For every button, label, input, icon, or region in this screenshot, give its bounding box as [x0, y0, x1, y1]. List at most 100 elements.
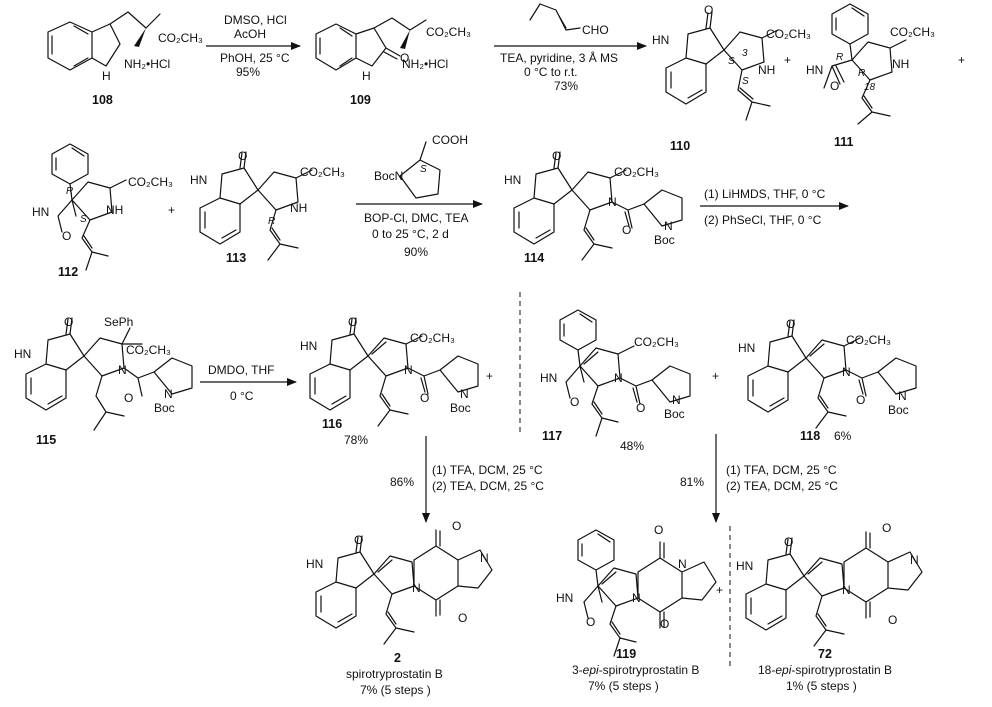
reagent-r7-line1: (1) TFA, DCM, 25 °C	[726, 463, 837, 477]
compound-109-label: 109	[350, 93, 371, 107]
stereo-r-113: R	[268, 216, 275, 227]
atom-o-2: O	[354, 533, 363, 547]
reagent-r1-line1: DMSO, HCl	[224, 13, 287, 27]
atom-cho: CHO	[582, 23, 609, 37]
compound-108-label: 108	[92, 93, 113, 107]
compound-118-structure	[747, 319, 917, 429]
reaction-yield-2: 73%	[554, 79, 578, 93]
atom-n-115: N	[118, 363, 127, 377]
stereo-r-111-b: R	[858, 68, 865, 79]
atom-n-114: N	[608, 195, 617, 209]
atom-co2ch3-116: CO₂CH₃	[410, 331, 455, 345]
compound-111-structure	[823, 3, 907, 125]
atom-hn-119: HN	[556, 591, 573, 605]
atom-o2-114: O	[622, 223, 631, 237]
atom-cooh: COOH	[432, 133, 468, 147]
compound-118-label: 118	[800, 429, 820, 443]
atom-co2ch3-108: CO₂CH₃	[158, 31, 203, 45]
atom-n-72: N	[910, 553, 919, 567]
stereo-s-110-b: S	[742, 76, 749, 87]
atom-o-115: O	[64, 315, 73, 329]
reagent-r4-line1: (1) LiHMDS, THF, 0 °C	[704, 187, 826, 201]
compound-108-structure	[47, 11, 161, 71]
stereo-s-proline: S	[420, 164, 427, 175]
compound-119-label: 119	[616, 647, 636, 661]
compound-72-label: 72	[818, 647, 832, 661]
atom-o2-117: O	[636, 401, 645, 415]
stereo-s-112: S	[80, 214, 87, 225]
atom-hn-113: HN	[190, 173, 207, 187]
atom-o-118: O	[786, 317, 795, 331]
atom-hn-2: HN	[306, 557, 323, 571]
compound-2-structure	[315, 529, 493, 645]
plus-116-117: +	[486, 369, 493, 383]
atom-n2-115: N	[164, 387, 173, 401]
atom-nh-113: NH	[290, 201, 307, 215]
product-2-yield: 7% (5 steps )	[360, 683, 431, 697]
reagent-r7-line2: (2) TEA, DCM, 25 °C	[726, 479, 838, 493]
compound-116-structure	[309, 317, 479, 427]
atom-co2ch3-117: CO₂CH₃	[634, 335, 679, 349]
atom-o-110: O	[704, 3, 713, 17]
reagent-r2-line1: TEA, pyridine, 3 Å MS	[500, 50, 618, 65]
compound-109-structure	[315, 17, 427, 71]
compound-114-structure	[513, 151, 683, 261]
atom-n-118: N	[842, 365, 851, 379]
compound-115-label: 115	[36, 433, 56, 447]
atom-o-72: O	[784, 535, 793, 549]
atom-n2-116: N	[460, 387, 469, 401]
atom-boc-118: Boc	[888, 403, 909, 417]
atom-bocn: BocN	[374, 169, 403, 183]
atom-n2-2: N	[412, 581, 421, 595]
atom-co2ch3-110: CO₂CH₃	[766, 27, 811, 41]
reagent-r6-line2: (2) TEA, DCM, 25 °C	[432, 479, 544, 493]
atom-o2-116: O	[420, 391, 429, 405]
yield-118: 6%	[834, 429, 852, 443]
reagent-r5-line1: DMDO, THF	[208, 363, 274, 377]
atom-hn-112: HN	[32, 205, 49, 219]
atom-o-111: O	[830, 79, 839, 93]
atom-boc-114: Boc	[654, 233, 675, 247]
atom-n2-118: N	[898, 389, 907, 403]
atom-o-114: O	[552, 149, 561, 163]
atom-h-108: H	[102, 69, 111, 83]
atom-o-113: O	[238, 149, 247, 163]
compound-113-label: 113	[226, 251, 246, 265]
reaction-yield-1: 95%	[236, 65, 260, 79]
plus-112-113: +	[168, 203, 175, 217]
reagent-r5-line2: 0 °C	[230, 389, 254, 403]
atom-hn-114: HN	[504, 173, 521, 187]
atom-hn-111: HN	[806, 63, 823, 77]
compound-119-structure	[577, 529, 717, 657]
atom-n2-72: N	[842, 583, 851, 597]
atom-boc-117: Boc	[664, 407, 685, 421]
atom-h-109: H	[362, 69, 371, 83]
compound-111-label: 111	[834, 135, 854, 149]
atom-hn-115: HN	[14, 347, 31, 361]
atom-nh2hcl-108: NH₂•HCl	[124, 57, 170, 71]
atom-n2-119: N	[632, 591, 641, 605]
atom-o3-119: O	[660, 617, 669, 631]
stereo-r-112: R	[66, 186, 73, 197]
compound-117-label: 117	[542, 429, 562, 443]
plus-110-111: +	[784, 53, 791, 67]
atom-o2-118: O	[856, 393, 865, 407]
atom-n2-114: N	[664, 219, 673, 233]
compound-116-label: 116	[322, 417, 342, 431]
compound-110-label: 110	[670, 139, 690, 153]
reaction-yield-3: 90%	[404, 245, 428, 259]
atom-co2ch3-111: CO₂CH₃	[890, 25, 935, 39]
compound-2-label: 2	[394, 651, 401, 665]
atom-n-116: N	[404, 363, 413, 377]
atom-co2ch3-118: CO₂CH₃	[846, 333, 891, 347]
atom-nh-111: NH	[892, 57, 909, 71]
compound-72-structure	[745, 531, 923, 647]
atom-o-117: O	[570, 395, 579, 409]
atom-n-119: N	[678, 557, 687, 571]
atom-o-119: O	[586, 615, 595, 629]
stereo-r-111-a: R	[836, 52, 843, 63]
compound-113-structure	[199, 151, 313, 261]
reagent-r3-line2: 0 to 25 °C, 2 d	[372, 227, 449, 241]
atom-nh2hcl-109: NH₂•HCl	[402, 57, 448, 71]
atom-hn-116: HN	[300, 339, 317, 353]
